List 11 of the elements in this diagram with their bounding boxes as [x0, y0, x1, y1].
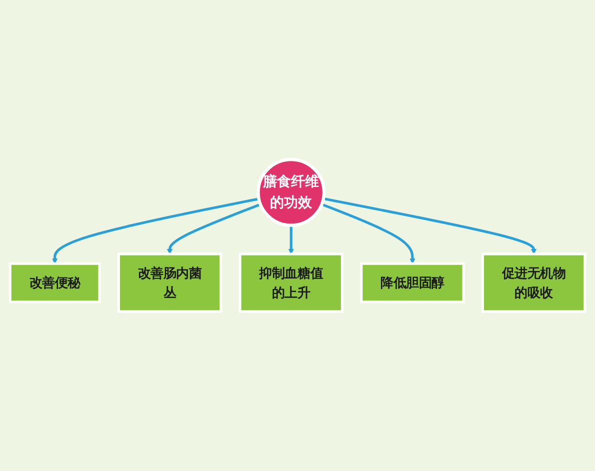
arrow [321, 203, 416, 264]
node-box [360, 262, 465, 304]
node-box [481, 252, 586, 313]
arrow [288, 225, 294, 254]
node-box [8, 262, 101, 304]
arrow [323, 197, 537, 254]
node-box [238, 252, 344, 313]
node-circle [256, 158, 326, 227]
node-box [117, 252, 222, 313]
arrow [52, 198, 260, 264]
arrow [166, 203, 261, 254]
